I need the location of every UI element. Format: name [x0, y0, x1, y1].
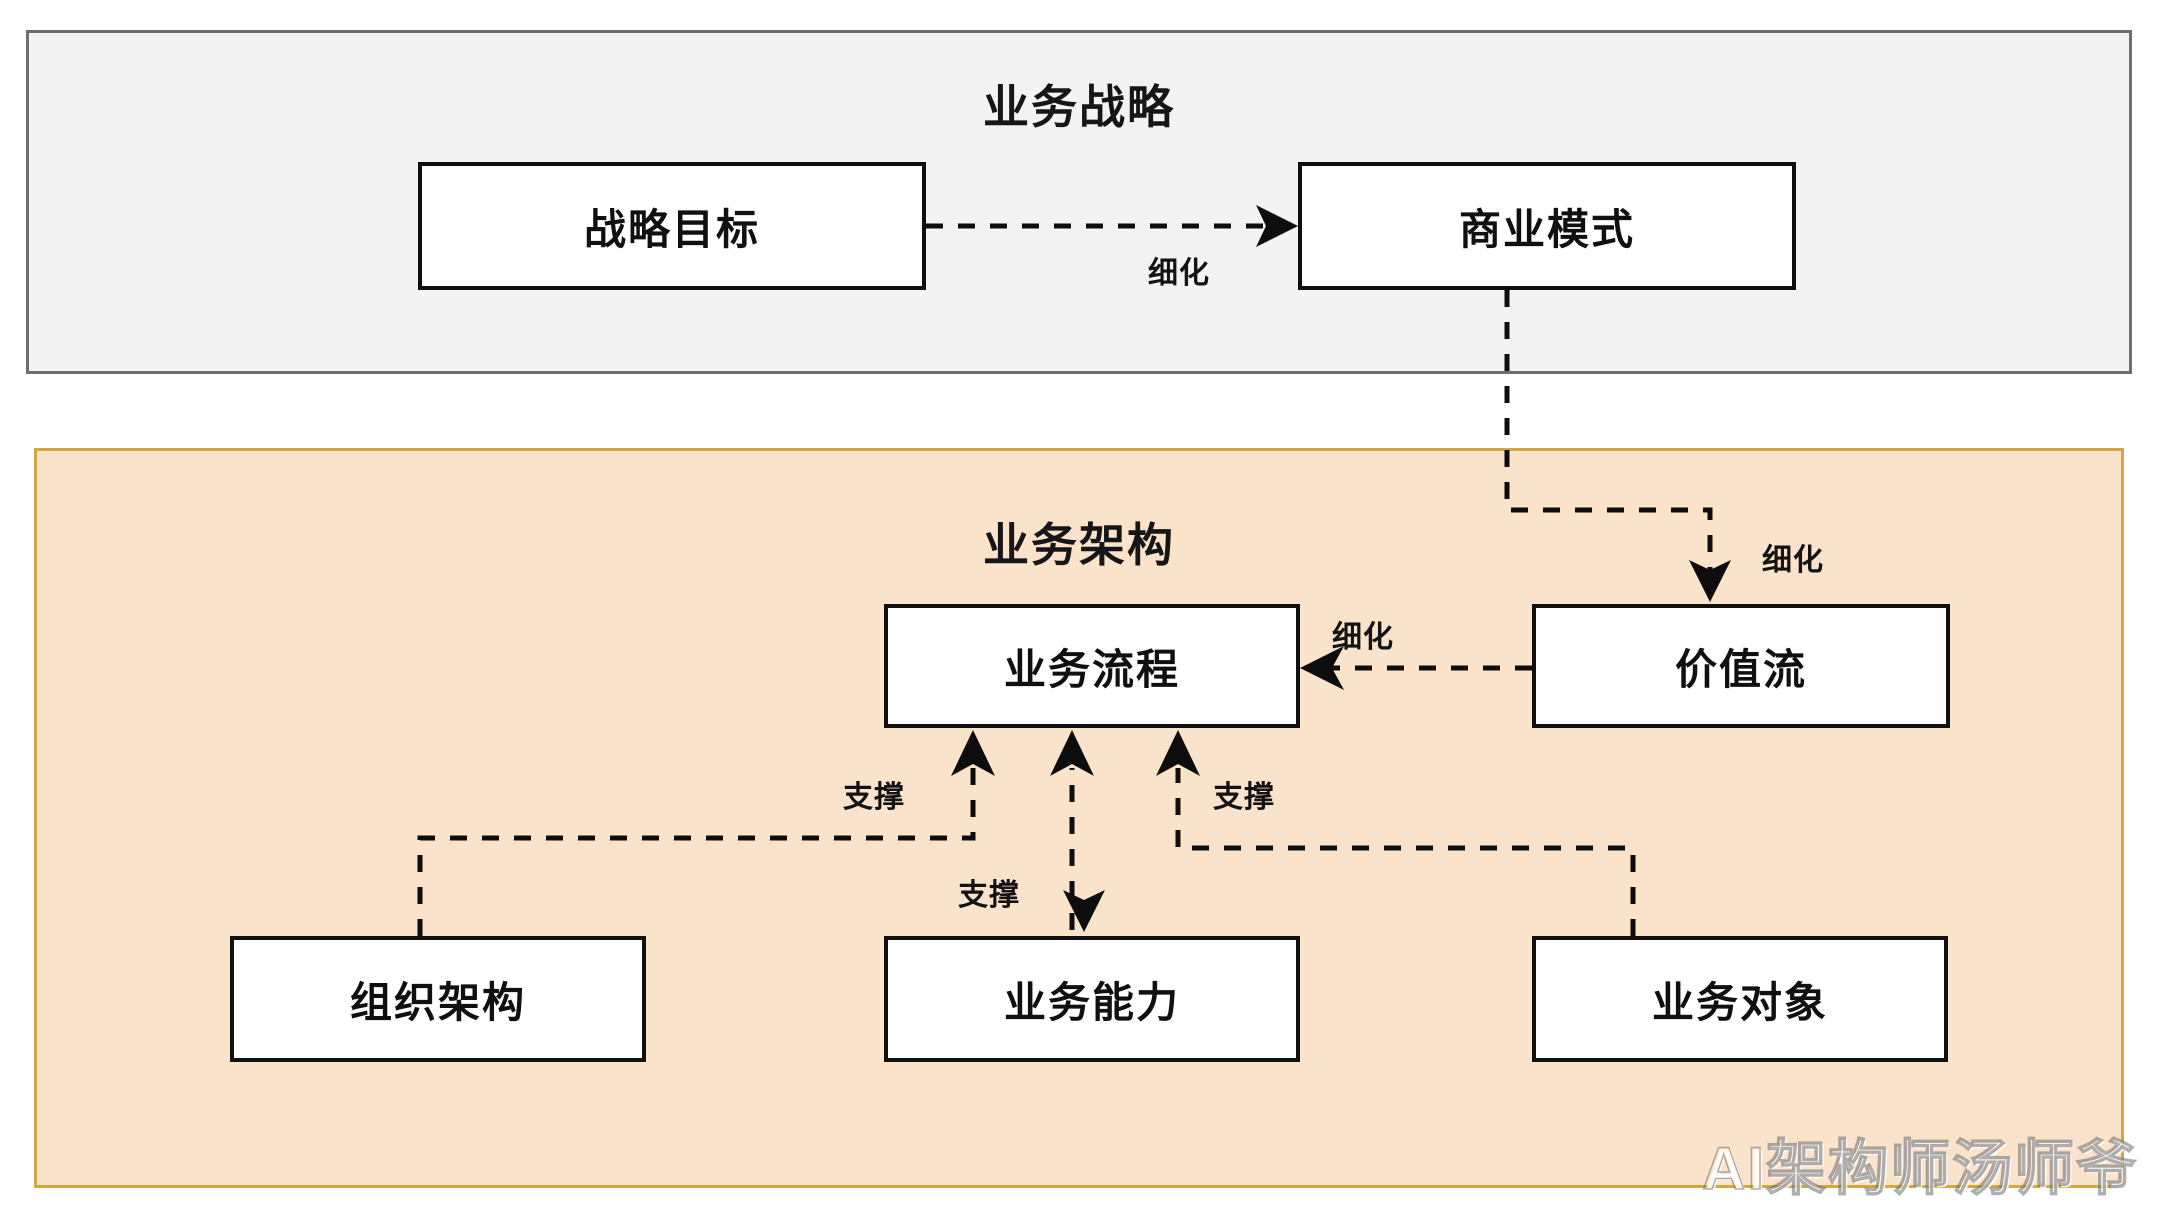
panel-business-strategy: 业务战略 [26, 30, 2132, 374]
node-strategic-goal[interactable]: 战略目标 [418, 162, 926, 290]
edge-label-support-capability: 支撑 [958, 879, 1020, 912]
node-business-object[interactable]: 业务对象 [1532, 936, 1948, 1062]
node-business-model-label: 商业模式 [1458, 205, 1635, 253]
node-business-capability[interactable]: 业务能力 [884, 936, 1300, 1062]
node-strategic-goal-label: 战略目标 [583, 205, 760, 253]
node-value-stream-label: 价值流 [1674, 645, 1807, 693]
node-business-process-label: 业务流程 [1003, 645, 1180, 693]
node-business-object-label: 业务对象 [1651, 978, 1828, 1026]
edge-label-support-object: 支撑 [1213, 781, 1275, 814]
edge-label-refine-goal-model: 细化 [1148, 257, 1210, 290]
node-business-process[interactable]: 业务流程 [884, 604, 1300, 728]
panel-business-architecture: 业务架构 [34, 448, 2124, 1188]
edge-label-refine-model-valuestream: 细化 [1762, 544, 1824, 577]
edge-label-refine-valuestream-process: 细化 [1332, 621, 1394, 654]
panel-business-architecture-title: 业务架构 [983, 519, 1175, 571]
panel-business-strategy-title: 业务战略 [983, 81, 1175, 133]
node-value-stream[interactable]: 价值流 [1532, 604, 1950, 728]
node-org-structure-label: 组织架构 [349, 978, 526, 1026]
node-org-structure[interactable]: 组织架构 [230, 936, 646, 1062]
edge-label-support-org: 支撑 [843, 781, 905, 814]
node-business-model[interactable]: 商业模式 [1298, 162, 1796, 290]
watermark: AI架构师汤师爷 [1701, 1134, 2138, 1203]
node-business-capability-label: 业务能力 [1003, 978, 1180, 1026]
